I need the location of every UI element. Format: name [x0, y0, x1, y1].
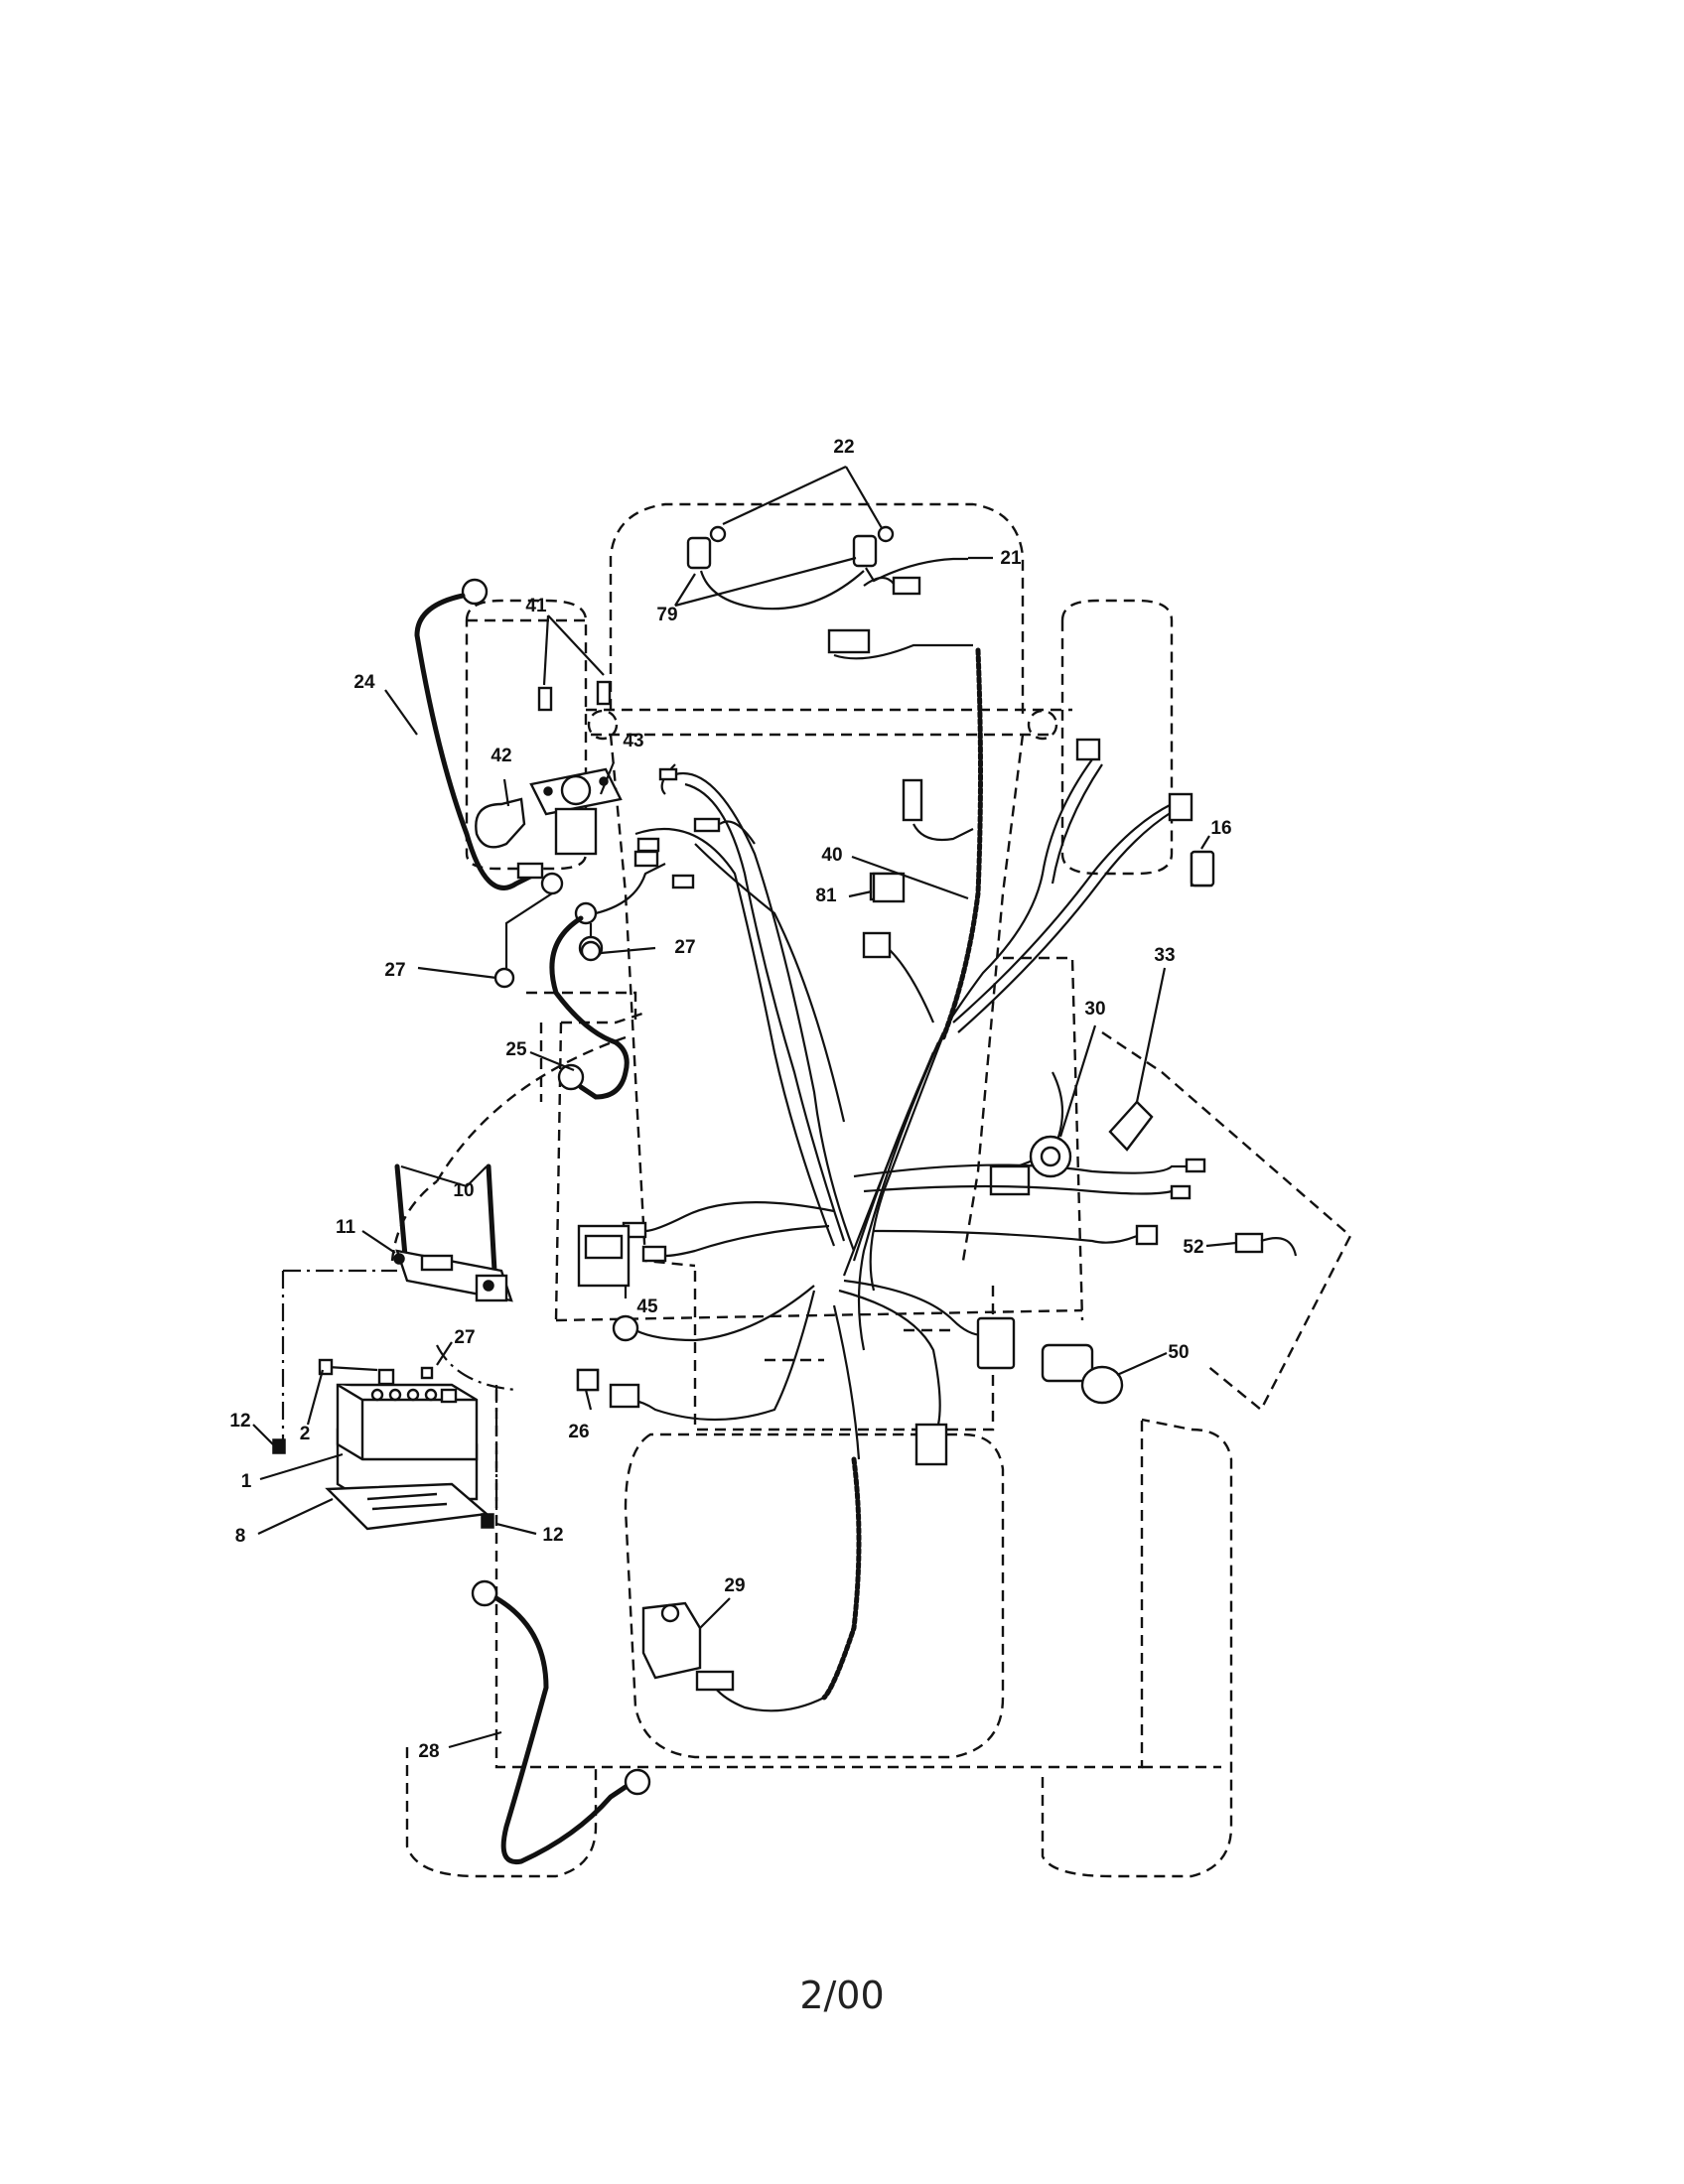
date-code: 2/00 — [799, 1974, 885, 2017]
callout-22: 22 — [833, 437, 854, 458]
callout-29: 29 — [724, 1575, 745, 1596]
callout-21: 21 — [1000, 548, 1022, 569]
callout-24: 24 — [353, 672, 375, 693]
callout-8: 8 — [235, 1526, 246, 1547]
headlight-harness — [686, 525, 968, 611]
callout-30: 30 — [1084, 999, 1105, 1020]
callout-27-battery: 27 — [454, 1327, 475, 1348]
solenoid — [475, 614, 623, 856]
callout-33: 33 — [1154, 945, 1175, 966]
callout-2: 2 — [300, 1424, 311, 1444]
callout-52: 52 — [1183, 1237, 1203, 1258]
callout-25: 25 — [505, 1039, 527, 1060]
callout-41: 41 — [525, 596, 547, 616]
callout-50: 50 — [1168, 1342, 1189, 1363]
cable-28 — [471, 1579, 651, 1865]
callout-28: 28 — [418, 1741, 439, 1762]
battery — [272, 1358, 494, 1531]
callout-11: 11 — [336, 1217, 356, 1238]
main-harness — [576, 628, 1213, 1712]
cable-24 — [414, 578, 564, 968]
callout-1: 1 — [241, 1471, 252, 1492]
callout-12-left: 12 — [229, 1411, 250, 1432]
callout-16: 16 — [1210, 818, 1231, 839]
callout-42: 42 — [491, 746, 511, 766]
callout-labels: 22 21 79 41 24 43 42 16 40 81 27 27 33 3… — [229, 437, 1231, 1762]
nuts-27 — [493, 940, 602, 989]
callout-81: 81 — [815, 886, 837, 906]
callout-27-right: 27 — [674, 937, 695, 958]
callout-26: 26 — [568, 1422, 589, 1442]
callout-43: 43 — [623, 731, 643, 751]
callout-40: 40 — [821, 845, 842, 866]
leader-lines — [252, 466, 1237, 1749]
callout-12-right: 12 — [542, 1525, 563, 1546]
callout-45: 45 — [636, 1297, 658, 1317]
callout-79: 79 — [656, 605, 677, 625]
callout-10: 10 — [453, 1180, 474, 1201]
battery-holddown — [393, 1163, 513, 1302]
callout-27-left: 27 — [384, 960, 405, 981]
components — [576, 850, 1298, 1680]
